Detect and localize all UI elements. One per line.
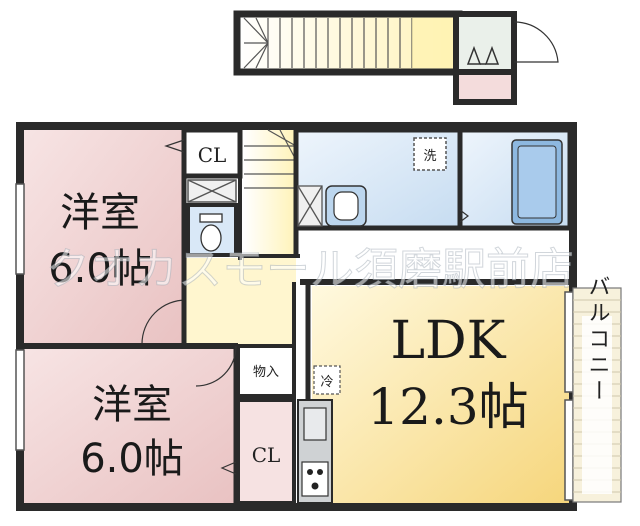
partition-walls (20, 130, 300, 507)
storage-label: 物入 (253, 365, 279, 380)
hall-door-arc (141, 299, 187, 345)
ldk-name: LDK (390, 311, 506, 371)
fridge-space (313, 365, 341, 395)
western-room-1-size: 6.0帖 (48, 246, 152, 292)
storage-boxes (187, 179, 237, 203)
ldk-size: 12.3帖 (367, 378, 528, 436)
washroom (293, 127, 463, 231)
ldk-room (312, 286, 569, 503)
bathroom (457, 127, 573, 231)
balcony (572, 287, 622, 503)
western-room-1 (24, 130, 184, 344)
western-room-2 (24, 348, 236, 503)
fridge-label: 冷 (320, 375, 333, 390)
closet-1-label: CL (198, 143, 227, 167)
closet-2-label: CL (252, 443, 281, 467)
door-swings (164, 139, 469, 475)
entrance-stair (233, 10, 463, 76)
internal-stair (238, 129, 299, 260)
kitchen (297, 399, 333, 504)
laundry-label: 洗 (423, 149, 436, 164)
western-room-2-name: 洋室 (92, 382, 172, 428)
western-room-2-size: 6.0帖 (80, 436, 184, 482)
entrance-hall (453, 11, 517, 105)
watermark: クオカスモール須磨駅前店 (46, 244, 574, 295)
entrance-door (513, 21, 559, 63)
toilet (186, 203, 238, 257)
balcony-label: バルコニー (585, 275, 610, 405)
hallway (186, 258, 296, 346)
western-room-1-name: 洋室 (60, 190, 140, 236)
